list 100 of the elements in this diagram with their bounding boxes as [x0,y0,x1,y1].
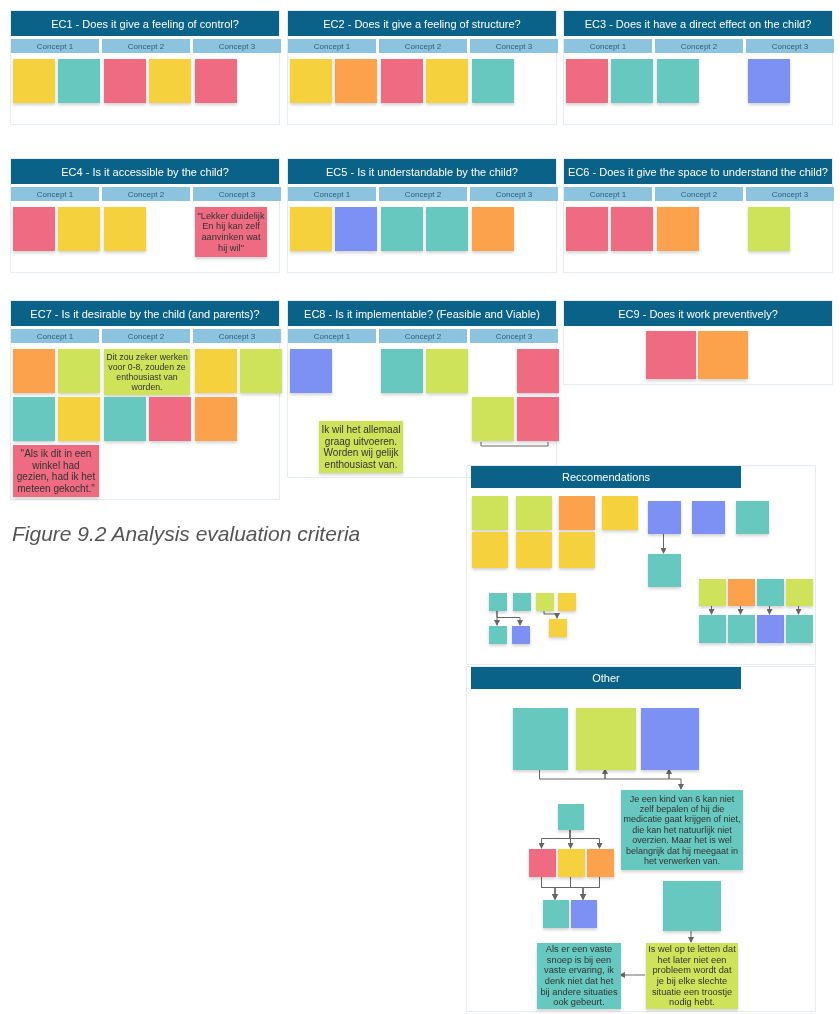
section-header: EC1 - Does it give a feeling of control? [11,11,279,36]
sticky-note [611,59,653,103]
sticky-note [757,615,784,643]
sticky-note [335,59,377,103]
sticky-note [195,397,237,441]
sticky-note [646,331,696,379]
sticky-note [558,849,585,877]
column-header: Concept 2 [379,329,467,343]
arrow [539,768,608,780]
sticky-note [512,626,530,644]
column-header: Concept 2 [102,187,190,201]
sticky-note [698,331,748,379]
figure-caption: Figure 9.2 Analysis evaluation criteria [12,522,361,546]
sticky-note [381,349,423,393]
sticky-note [381,59,423,103]
sticky-note [240,349,282,393]
sticky-note [195,59,237,103]
sticky-note [489,626,507,644]
section-panel [287,300,557,478]
section-header: EC5 - Is it understandable by the child? [288,159,556,184]
sticky-note [648,501,681,534]
column-header: Concept 1 [288,187,376,201]
sticky-note [149,397,191,441]
column-header: Concept 1 [564,39,652,53]
column-header: Concept 3 [746,39,834,53]
sticky-note [517,349,559,393]
column-header: Concept 1 [288,39,376,53]
section-header: EC8 - Is it implementable? (Feasible and Viable) [288,301,556,326]
sticky-note [549,619,567,637]
sticky-note [426,207,468,251]
column-header: Concept 2 [102,39,190,53]
sticky-note [290,349,332,393]
sticky-note [559,532,595,568]
sticky-note [558,593,576,611]
sticky-note [516,532,552,568]
column-header: Concept 3 [193,39,281,53]
sticky-note [381,207,423,251]
sticky-note [543,900,569,928]
sticky-note [58,349,100,393]
sticky-note [728,579,755,606]
sticky-note [13,207,55,251]
sticky-note [699,579,726,606]
sticky-note [728,615,755,643]
sticky-note [663,881,721,931]
sticky-note [517,397,559,441]
sticky-note [472,532,508,568]
section-header: EC6 - Does it give the space to understand the child? [564,159,832,184]
sticky-note [516,496,552,530]
section-panel [10,10,280,125]
sticky-note: Ik wil het allemaal graag uitvoeren. Worden wij gelijk enthousiast van. [319,421,403,473]
sticky-note [513,708,568,770]
sticky-note [748,207,790,251]
sticky-note [736,501,769,534]
sticky-note [536,593,554,611]
section-header: EC3 - Does it have a direct effect on the child? [564,11,832,36]
section-header: EC7 - Is it desirable by the child (and parents)? [11,301,279,326]
section-header: EC4 - Is it accessible by the child? [11,159,279,184]
column-header: Concept 3 [470,187,558,201]
column-header: Concept 1 [11,187,99,201]
sticky-note [472,397,514,441]
sticky-note [472,59,514,103]
arrow [543,609,560,619]
arrow [569,828,603,849]
sticky-note [58,59,100,103]
sticky-note [559,496,595,530]
sticky-note [692,501,725,534]
column-header: Concept 3 [746,187,834,201]
section-header: EC9 - Does it work preventively? [564,301,832,326]
sticky-note: Als er een vaste snoep is bij een vaste ervaring, ik denk niet dat het bij andere situaties ook gebeurt. [537,943,621,1009]
column-header: Concept 3 [470,39,558,53]
section-panel [466,465,816,665]
column-header: Concept 1 [11,39,99,53]
sticky-note [566,59,608,103]
sticky-note [699,615,726,643]
sticky-note [13,349,55,393]
section-panel [10,158,280,273]
section-panel [466,666,816,1012]
column-header: Concept 2 [379,39,467,53]
section-header: EC2 - Does it give a feeling of structure? [288,11,556,36]
sticky-note [104,59,146,103]
sticky-note [558,804,584,830]
sticky-note [104,397,146,441]
arrow [737,604,744,615]
arrow [496,609,523,626]
sticky-note [757,579,784,606]
sticky-note [426,349,468,393]
sticky-note [335,207,377,251]
section-panel [563,10,833,125]
sticky-note [104,207,146,251]
sticky-note [602,496,638,530]
sticky-note [786,579,813,606]
sticky-note [611,207,653,251]
sticky-note [290,59,332,103]
column-header: Concept 2 [102,329,190,343]
sticky-note: Is wel op te letten dat het later niet een probleem wordt dat je bij elke slechte situatie een troostje nodig hebt. [646,943,738,1009]
sticky-note: Dit zou zeker werken voor 0-8, zouden ze enthousiast van worden. [104,349,190,395]
sticky-note [290,207,332,251]
sticky-note [641,708,699,770]
sticky-note [489,593,507,611]
sticky-note: "Lekker duidelijk En hij kan zelf aanvinken wat hij wil" [195,207,267,257]
